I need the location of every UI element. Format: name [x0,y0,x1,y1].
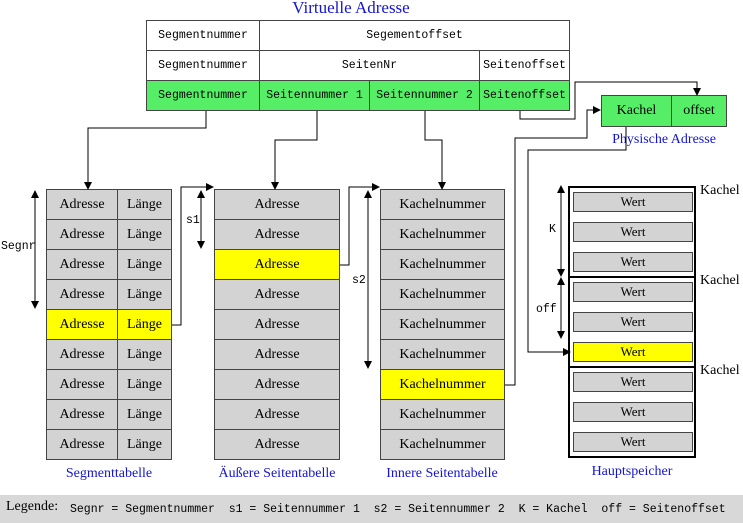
segnr-label: Segnr [1,240,36,253]
outer-row-6: Adresse [214,369,340,400]
segment-row-4-laenge: Länge [117,309,172,340]
arrow-pa-to-memory [527,127,627,356]
off-label: off [536,303,557,316]
va-seitennummer-2: Seitennummer 2 [369,80,480,111]
memory-word-1-2: Wert [573,342,693,362]
va-segmentoffset: Segementoffset [259,20,570,51]
va-seitennr: SeitenNr [259,50,480,81]
inner-row-7: Kachelnummer [380,399,505,430]
inner-table-label: Innere Seitentabelle [386,466,498,481]
legend-text: Segnr = Segmentnummer s1 = Seitennummer … [70,503,726,516]
outer-row-3: Adresse [214,279,340,310]
segment-row-1-adresse: Adresse [46,219,118,250]
outer-row-0: Adresse [214,189,340,220]
outer-row-8: Adresse [214,429,340,460]
s2-label: s2 [352,274,366,287]
segment-row-5-adresse: Adresse [46,339,118,370]
legend: Legende: Segnr = Segmentnummer s1 = Seit… [0,495,743,523]
memory-word-2-2: Wert [573,432,693,452]
arrow-segnr [84,111,207,190]
legend-title: Legende: [6,499,59,514]
outer-row-1: Adresse [214,219,340,250]
kachel-label-1: Kachel [700,183,740,198]
segment-row-5-laenge: Länge [117,339,172,370]
inner-row-6: Kachelnummer [380,369,505,400]
segment-row-6-adresse: Adresse [46,369,118,400]
arrow-seitenoffset [519,81,701,120]
inner-row-8: Kachelnummer [380,429,505,460]
segment-row-6-laenge: Länge [117,369,172,400]
s1-label: s1 [186,214,200,227]
segment-row-4-adresse: Adresse [46,309,118,340]
outer-row-5: Adresse [214,339,340,370]
segment-row-3-laenge: Länge [117,279,172,310]
inner-row-0: Kachelnummer [380,189,505,220]
memory-word-0-2: Wert [573,252,693,272]
kachel-label-2: Kachel [700,273,740,288]
memory-word-0-0: Wert [573,192,693,212]
inner-row-2: Kachelnummer [380,249,505,280]
diagram-title: Virtuelle Adresse [292,0,410,17]
physical-address-label: Physische Adresse [612,132,716,147]
segment-table-label: Segmenttabelle [65,466,153,481]
segment-row-8-adresse: Adresse [46,429,118,460]
memory-word-1-0: Wert [573,282,693,302]
va-seitennummer-1: Seitennummer 1 [259,80,370,111]
kachel-label-3: Kachel [700,363,740,378]
memory-word-0-1: Wert [573,222,693,242]
inner-row-1: Kachelnummer [380,219,505,250]
segment-row-0-adresse: Adresse [46,189,118,220]
segment-row-1-laenge: Länge [117,219,172,250]
k-label: K [549,223,556,236]
memory-word-2-1: Wert [573,402,693,422]
segment-row-3-adresse: Adresse [46,279,118,310]
arrow-seg-to-outer [172,183,214,326]
va-segmentnummer-3: Segmentnummer [146,80,260,111]
pa-kachel: Kachel [601,95,672,127]
arrow-outer-to-inner [340,183,380,266]
segment-row-7-adresse: Adresse [46,399,118,430]
va-seitenoffset-2: Seitenoffset [479,50,570,81]
arrow-inner-to-kachel [505,106,601,386]
segment-row-2-adresse: Adresse [46,249,118,280]
arrow-s1 [271,111,318,190]
memory-word-2-0: Wert [573,372,693,392]
arrow-s2 [424,111,446,190]
outer-row-2: Adresse [214,249,340,280]
memory-label: Hauptspeicher [591,464,673,479]
segment-row-8-laenge: Länge [117,429,172,460]
outer-table-label: Äußere Seitentabelle [218,466,336,481]
va-seitenoffset-3: Seitenoffset [479,80,570,111]
inner-row-4: Kachelnummer [380,309,505,340]
memory-word-1-1: Wert [573,312,693,332]
